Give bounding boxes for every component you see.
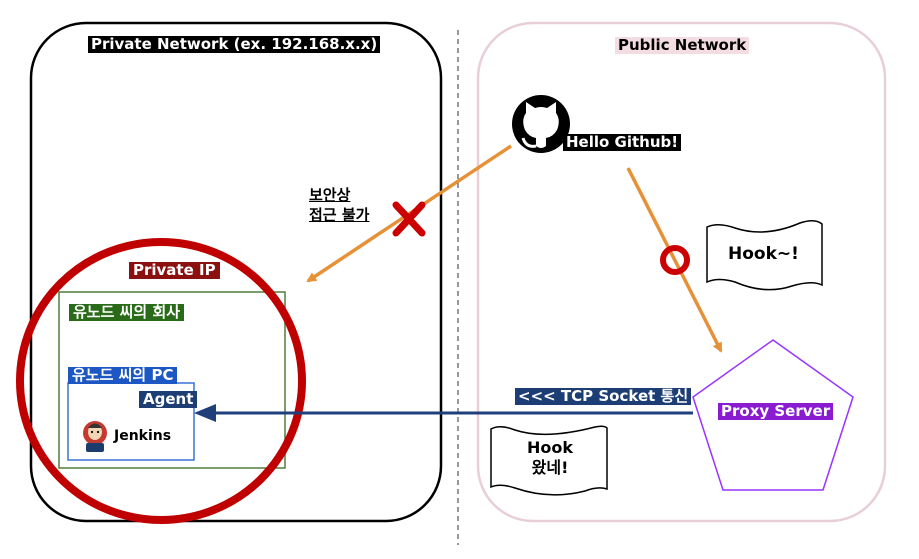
- hook-message-shape: [706, 220, 823, 291]
- public-network-box: [476, 21, 887, 523]
- blocked-label-line2: 접근 불가: [309, 205, 370, 224]
- agent-label: Agent: [139, 390, 198, 409]
- private-ip-ring: [16, 238, 306, 524]
- allowed-arrow: [626, 167, 723, 353]
- github-icon: [512, 95, 570, 153]
- pc-label: 유노드 씨의 PC: [68, 366, 178, 385]
- hook-message-text: Hook~!: [728, 244, 799, 264]
- tcp-socket-label: <<< TCP Socket 통신: [515, 387, 692, 406]
- allowed-o-icon: [660, 245, 690, 275]
- proxy-server-label: Proxy Server: [718, 402, 834, 421]
- private-ip-label: Private IP: [129, 261, 220, 280]
- public-network-title: Public Network: [615, 36, 750, 55]
- reply-message-shape: [490, 425, 608, 496]
- private-network-box: [29, 21, 443, 523]
- reply-message-text: Hook 왔네!: [512, 438, 588, 478]
- blocked-label: 보안상 접근 불가: [309, 186, 369, 225]
- reply-message-line1: Hook: [526, 438, 573, 457]
- github-label: Hello Github!: [563, 133, 682, 152]
- blocked-label-line1: 보안상: [309, 186, 351, 204]
- reply-message-line2: 왔네!: [531, 458, 569, 477]
- company-box: [58, 291, 286, 469]
- jenkins-icon: [83, 421, 107, 452]
- company-label: 유노드 씨의 회사: [69, 303, 185, 322]
- private-network-title: Private Network (ex. 192.168.x.x): [88, 35, 381, 54]
- jenkins-label: Jenkins: [114, 428, 172, 444]
- blocked-x-icon: [392, 201, 426, 237]
- tcp-arrow-head: [194, 404, 216, 422]
